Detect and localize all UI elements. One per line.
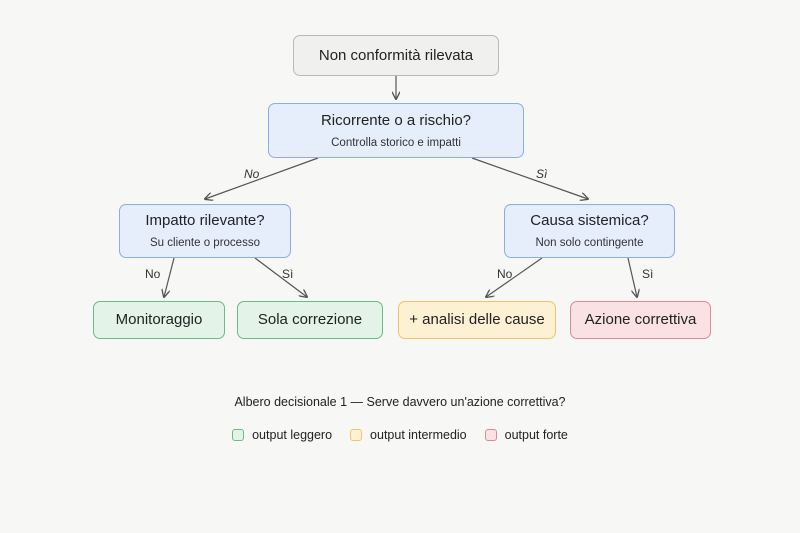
edge-label-q3-no: No [497, 267, 513, 281]
edge-q2-no [164, 257, 175, 297]
legend-swatch-yellow [350, 429, 363, 441]
edge-q1-si [471, 157, 588, 199]
diagram-caption: Albero decisionale 1 — Serve davvero un'… [234, 395, 566, 409]
node-nonconformity-detected: Non conformità rilevata [293, 35, 499, 76]
legend: output leggero output intermedio output … [0, 428, 800, 442]
node-title: Impatto rilevante? [145, 212, 265, 229]
node-question-recurrent: Ricorrente o a rischio? Controlla storic… [268, 103, 524, 158]
edge-q1-no [205, 157, 319, 199]
node-subtitle: Su cliente o processo [150, 237, 260, 249]
legend-swatch-green [232, 429, 245, 441]
node-title: Causa sistemica? [530, 212, 649, 229]
node-title: + analisi delle cause [409, 311, 545, 328]
legend-item-light: output leggero [232, 428, 332, 442]
node-subtitle: Controlla storico e impatti [331, 136, 461, 149]
node-title: Sola correzione [257, 311, 363, 328]
node-output-monitoring: Monitoraggio [93, 301, 225, 339]
edge-q2-si [254, 257, 307, 297]
edge-q3-si [627, 257, 637, 297]
node-question-systemic-cause: Causa sistemica? Non solo contingente [504, 204, 675, 258]
edge-label-q3-si: Sì [642, 267, 653, 281]
edge-label-q1-no: No [244, 167, 260, 181]
legend-item-strong: output forte [484, 428, 568, 442]
node-question-impact: Impatto rilevante? Su cliente o processo [119, 204, 291, 258]
legend-label: output intermedio [370, 428, 467, 442]
edge-q3-no [486, 257, 543, 297]
legend-label: output forte [504, 428, 568, 442]
node-output-cause-analysis: + analisi delle cause [398, 301, 556, 339]
legend-label: output leggero [252, 428, 333, 442]
legend-swatch-red [484, 429, 497, 441]
node-output-correction-only: Sola correzione [237, 301, 383, 339]
legend-item-intermediate: output intermedio [350, 428, 467, 442]
edge-label-q1-si: Sì [536, 167, 547, 181]
edge-label-q2-no: No [145, 267, 161, 281]
node-title: Non conformità rilevata [318, 46, 474, 64]
node-output-corrective-action: Azione correttiva [570, 301, 711, 339]
node-title: Azione correttiva [584, 311, 697, 328]
edge-label-q2-si: Sì [282, 267, 293, 281]
node-subtitle: Non solo contingente [535, 237, 644, 249]
node-title: Monitoraggio [115, 311, 203, 328]
node-title: Ricorrente o a rischio? [320, 111, 472, 129]
